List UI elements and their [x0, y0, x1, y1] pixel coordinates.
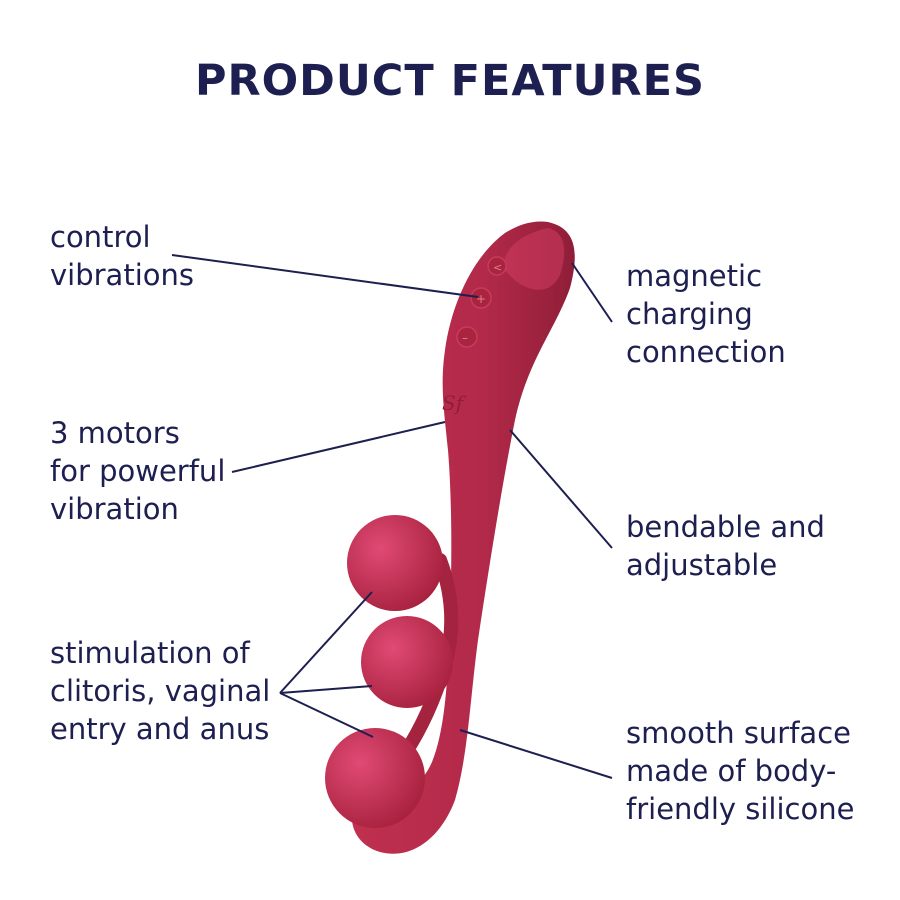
top-ball: [347, 515, 443, 611]
feature-line: smooth surface: [626, 716, 851, 750]
feature-line: connection: [626, 335, 786, 369]
feature-motors: 3 motors for powerful vibration: [50, 414, 225, 528]
plus-symbol-icon: +: [476, 292, 486, 306]
feature-line: vibrations: [50, 258, 194, 292]
callout-line-control: [171, 254, 479, 298]
plus-button-icon: [470, 287, 492, 309]
feature-line: for powerful: [50, 454, 226, 488]
page-title: PRODUCT FEATURES: [194, 56, 706, 106]
brand-logo-icon: Sf: [442, 391, 467, 415]
callout-line-bendable: [509, 429, 613, 549]
callout-line-magnetic: [571, 262, 613, 323]
callout-line-smooth: [459, 729, 613, 779]
feature-line: magnetic: [626, 259, 763, 293]
callout-line-motors: [231, 421, 446, 473]
feature-control-vibrations: control vibrations: [50, 218, 194, 294]
feature-line: 3 motors: [50, 416, 180, 450]
feature-line: bendable and: [626, 510, 825, 544]
bottom-ball: [325, 728, 425, 828]
feature-smooth-surface: smooth surface made of body- friendly si…: [626, 714, 854, 828]
feature-line: entry and anus: [50, 712, 270, 746]
feature-magnetic-charging: magnetic charging connection: [626, 257, 786, 371]
feature-line: made of body-: [626, 754, 837, 788]
callout-line-stim-bottom: [279, 692, 374, 738]
callout-lines: [171, 254, 613, 779]
feature-line: adjustable: [626, 548, 778, 582]
feature-line: charging: [626, 297, 753, 331]
feature-stimulation: stimulation of clitoris, vaginal entry a…: [50, 634, 270, 748]
feature-bendable: bendable and adjustable: [626, 508, 825, 584]
feature-line: vibration: [50, 492, 179, 526]
feature-line: control: [50, 220, 151, 254]
feature-line: stimulation of: [50, 636, 250, 670]
minus-button-icon: [456, 326, 478, 348]
mode-button-icon: [487, 256, 507, 276]
feature-line: friendly silicone: [626, 792, 855, 826]
minus-symbol-icon: –: [462, 331, 468, 345]
middle-ball: [361, 616, 453, 708]
mode-symbol-icon: <: [493, 261, 502, 274]
head-highlight: [504, 228, 565, 290]
product-arm: [351, 221, 575, 854]
feature-line: clitoris, vaginal: [50, 674, 271, 708]
callout-line-stim-top: [279, 591, 373, 694]
callout-line-stim-middle: [279, 685, 373, 694]
